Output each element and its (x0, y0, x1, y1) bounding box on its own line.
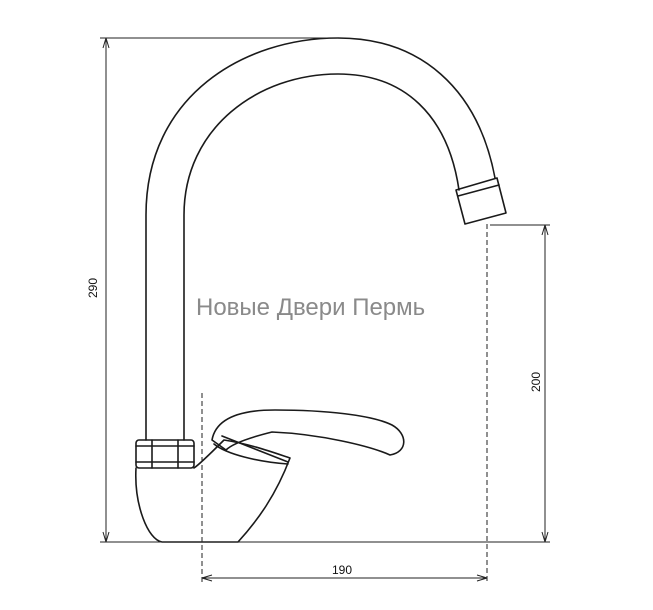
dimension-spout-height: 200 (529, 224, 549, 543)
faucet-outline (135, 37, 507, 543)
extension-lines (100, 37, 550, 543)
hex-nut (135, 439, 195, 469)
spout-inner-line (183, 73, 460, 441)
aerator (455, 177, 507, 225)
spout-outer-line (145, 37, 496, 441)
overall-height-label: 290 (86, 278, 100, 298)
watermark: Новые Двери Пермь (196, 294, 426, 321)
dimension-spout-reach: 190 (201, 563, 488, 582)
lever-handle (211, 409, 405, 456)
faucet-body (135, 439, 291, 543)
spout-height-label: 200 (529, 372, 543, 392)
spout-reach-label: 190 (332, 563, 352, 577)
dimension-overall-height: 290 (86, 37, 110, 543)
centerlines (201, 224, 488, 583)
